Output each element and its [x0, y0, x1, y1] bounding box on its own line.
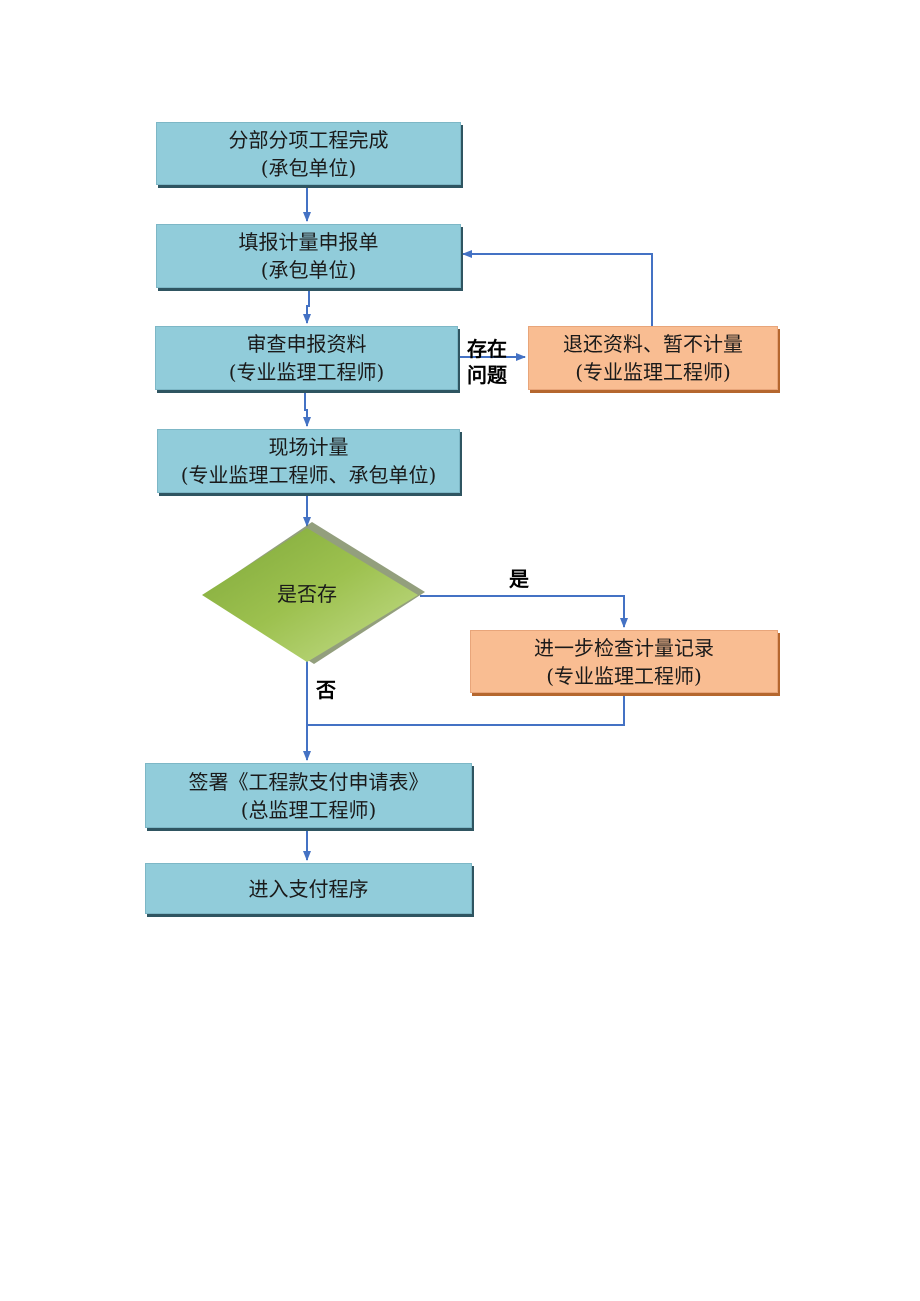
label-line: 问题 — [467, 363, 507, 387]
step-sign-payment-application: 签署《工程款支付申请表》 (总监理工程师) — [145, 763, 472, 828]
node-role: (承包单位) — [260, 155, 357, 180]
node-role: (专业监理工程师) — [228, 360, 385, 384]
node-role: (专业监理工程师、承包单位) — [180, 463, 437, 487]
edge-decision-yes — [420, 595, 628, 628]
node-title: 分部分项工程完成 — [228, 127, 389, 152]
step-enter-payment: 进入支付程序 — [145, 863, 472, 914]
edge-n2-n3 — [303, 289, 311, 324]
node-role: (专业监理工程师) — [575, 360, 731, 384]
edge-n4-n2 — [462, 250, 653, 326]
label-has-problem: 存在 问题 — [467, 336, 517, 388]
node-title: 填报计量申报单 — [238, 230, 379, 254]
node-title: 现场计量 — [268, 435, 349, 459]
node-title: 审查申报资料 — [246, 332, 367, 356]
step-fill-measurement-form: 填报计量申报单 (承包单位) — [156, 224, 461, 288]
node-role: (承包单位) — [260, 258, 357, 282]
label-no: 否 — [316, 678, 336, 702]
node-title: 进入支付程序 — [248, 876, 369, 901]
label-yes: 是 — [509, 567, 529, 591]
node-title: 签署《工程款支付申请表》 — [188, 769, 429, 794]
label-line: 存在 — [467, 337, 507, 361]
step-site-measurement: 现场计量 (专业监理工程师、承包单位) — [157, 429, 460, 493]
step-review-documents: 审查申报资料 (专业监理工程师) — [155, 326, 458, 390]
step-subproject-complete: 分部分项工程完成 (承包单位) — [156, 122, 461, 185]
edge-n6-merge — [307, 694, 625, 726]
decision-diamond — [202, 528, 418, 662]
node-role: (专业监理工程师) — [546, 663, 702, 688]
node-title: 退还资料、暂不计量 — [563, 332, 743, 356]
node-title: 进一步检查计量记录 — [534, 635, 714, 660]
step-further-check-records: 进一步检查计量记录 (专业监理工程师) — [470, 630, 778, 693]
node-role: (总监理工程师) — [240, 797, 377, 822]
edge-n3-n5 — [303, 392, 311, 427]
step-return-documents: 退还资料、暂不计量 (专业监理工程师) — [528, 326, 778, 390]
decision-label: 是否存 — [277, 582, 337, 606]
